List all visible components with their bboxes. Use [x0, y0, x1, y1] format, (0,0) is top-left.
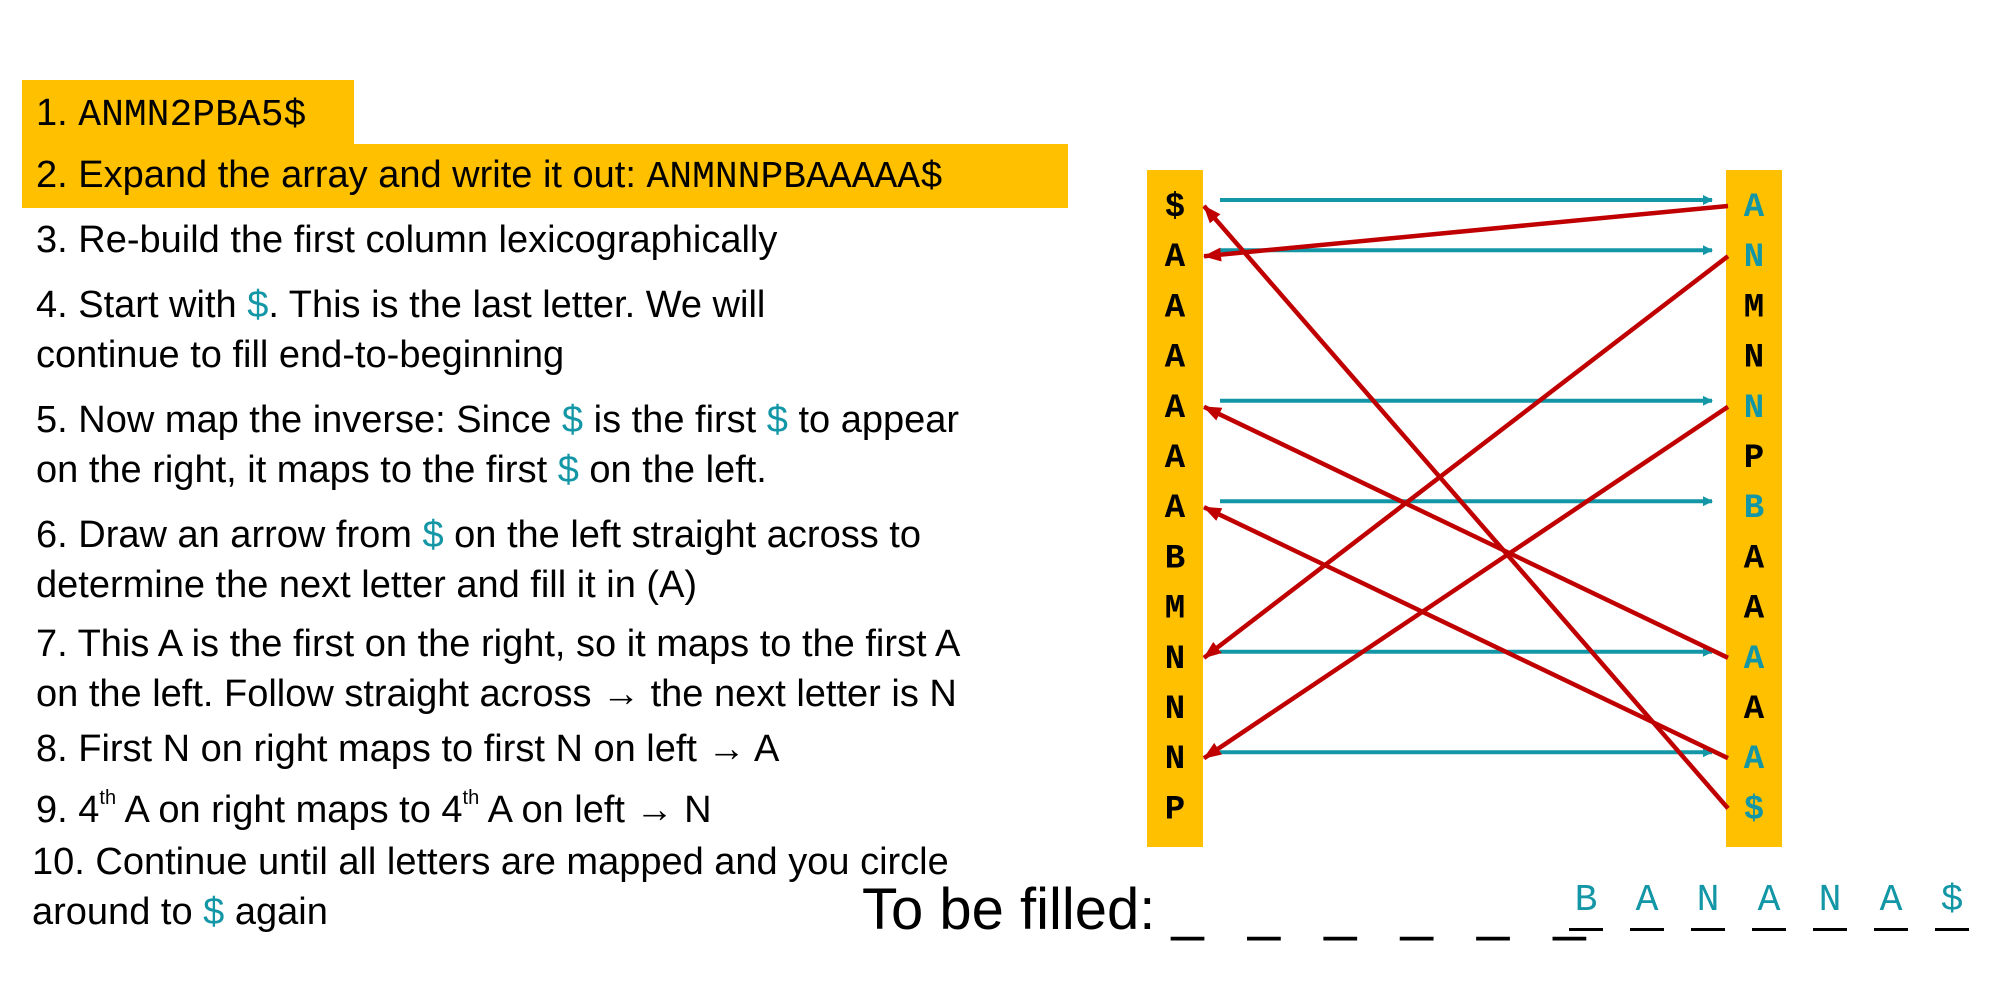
red-arrow-3	[1203, 404, 1729, 660]
step-4: 4. Start with $. This is the last letter…	[36, 284, 766, 376]
left-letter-9: N	[1165, 641, 1185, 679]
right-column-background	[1726, 170, 1782, 847]
left-letter-6: A	[1165, 490, 1186, 528]
to-be-filled-line: To be filled: _ _ _ _ _ _	[862, 875, 1600, 945]
left-letter-0: $	[1165, 189, 1185, 227]
left-letter-4: A	[1165, 390, 1186, 428]
right-letter-10: A	[1744, 691, 1765, 729]
left-letter-1: A	[1165, 239, 1186, 277]
step-8: 8. First N on right maps to first N on l…	[36, 728, 780, 770]
step-10: 10. Continue until all letters are mappe…	[32, 841, 949, 933]
step-6: 6. Draw an arrow from $ on the left stra…	[36, 514, 921, 606]
teal-arrow-group	[1220, 195, 1713, 758]
to-be-filled-label: To be filled:	[862, 877, 1156, 942]
right-letter-2: M	[1744, 289, 1764, 327]
right-letter-6: B	[1744, 490, 1764, 528]
left-letter-5: A	[1165, 440, 1186, 478]
step-3: 3. Re-build the first column lexicograph…	[36, 219, 778, 261]
filled-letter-0: B	[1569, 878, 1603, 931]
left-letter-12: P	[1165, 791, 1185, 829]
filled-letter-6: $	[1935, 878, 1969, 931]
filled-letter-4: N	[1813, 878, 1847, 931]
step1-highlight	[22, 80, 354, 146]
left-letter-10: N	[1165, 691, 1185, 729]
right-letter-12: $	[1744, 791, 1764, 829]
right-letter-11: A	[1744, 741, 1765, 779]
right-letter-9: A	[1744, 641, 1765, 679]
step-2: 2. Expand the array and write it out: AN…	[36, 154, 943, 199]
step-9: 9. 4th A on right maps to 4th A on left …	[36, 787, 712, 831]
right-letter-1: N	[1744, 239, 1764, 277]
red-arrow-1	[1203, 203, 1729, 262]
step-1: 1. ANMN2PBA5$	[36, 92, 307, 137]
left-letter-3: A	[1165, 340, 1186, 378]
red-arrow-5	[1203, 505, 1729, 761]
right-letter-7: A	[1744, 540, 1765, 578]
red-arrow-group	[1202, 203, 1730, 810]
step-5: 5. Now map the inverse: Since $ is the f…	[36, 399, 960, 491]
left-letter-7: B	[1165, 540, 1185, 578]
red-arrow-4	[1202, 404, 1730, 761]
left-column-background	[1147, 170, 1203, 847]
right-letter-5: P	[1744, 440, 1764, 478]
right-column-letters: ANMNNPBAAAAA$	[1744, 189, 1765, 829]
left-letter-8: M	[1165, 591, 1185, 629]
right-letter-4: N	[1744, 390, 1764, 428]
filled-letter-5: A	[1874, 878, 1908, 931]
red-arrow-0	[1202, 204, 1730, 810]
filled-letter-2: N	[1691, 878, 1725, 931]
step-7: 7. This A is the first on the right, so …	[36, 623, 961, 715]
right-letter-8: A	[1744, 591, 1765, 629]
filled-letter-1: A	[1630, 878, 1664, 931]
right-letter-0: A	[1744, 189, 1765, 227]
left-letter-11: N	[1165, 741, 1185, 779]
empty-blanks: _ _ _ _ _ _	[1171, 877, 1600, 942]
filled-letter-3: A	[1752, 878, 1786, 931]
red-arrow-2	[1202, 254, 1730, 660]
step2-highlight	[22, 144, 1068, 208]
right-letter-3: N	[1744, 340, 1764, 378]
left-letter-2: A	[1165, 289, 1186, 327]
